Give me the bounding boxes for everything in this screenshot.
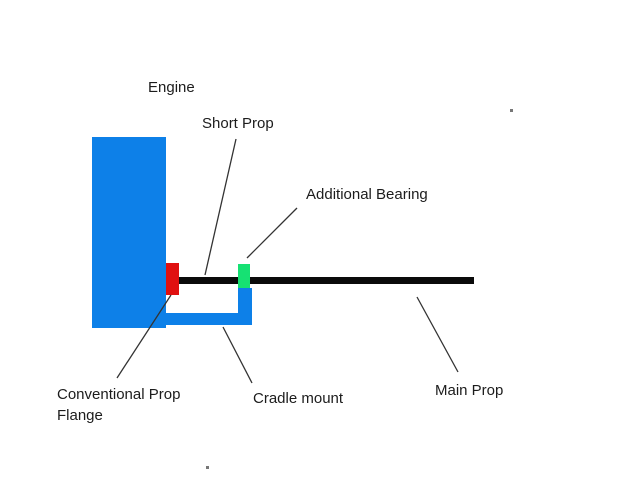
additional-bearing	[238, 264, 250, 288]
cradle-mount-shape	[166, 288, 252, 325]
engine-label: Engine	[148, 79, 195, 96]
conventional-prop-flange-label-line2: Flange	[57, 407, 103, 424]
main-prop-label: Main Prop	[435, 382, 504, 399]
main-prop-shaft	[241, 277, 474, 284]
short-prop-leader-line	[204, 138, 237, 276]
additional-bearing-label: Additional Bearing	[306, 186, 428, 203]
stray-dot-top-right	[510, 109, 513, 112]
cradle-mount-label: Cradle mount	[253, 390, 344, 407]
conventional-prop-flange-label: Conventional Prop Flange	[57, 384, 180, 426]
cradle-mount-leader-line	[222, 326, 253, 384]
main-prop-leader-line	[416, 296, 459, 373]
stray-dot-bottom	[206, 466, 209, 469]
short-prop-shaft	[179, 277, 241, 284]
engine-block	[92, 137, 166, 328]
conventional-flange-leader-line	[116, 294, 172, 379]
conventional-prop-flange-label-line1: Conventional Prop	[57, 386, 181, 403]
additional-bearing-leader-line	[246, 207, 298, 259]
short-prop-label: Short Prop	[202, 115, 274, 132]
prop-flange	[166, 263, 179, 295]
